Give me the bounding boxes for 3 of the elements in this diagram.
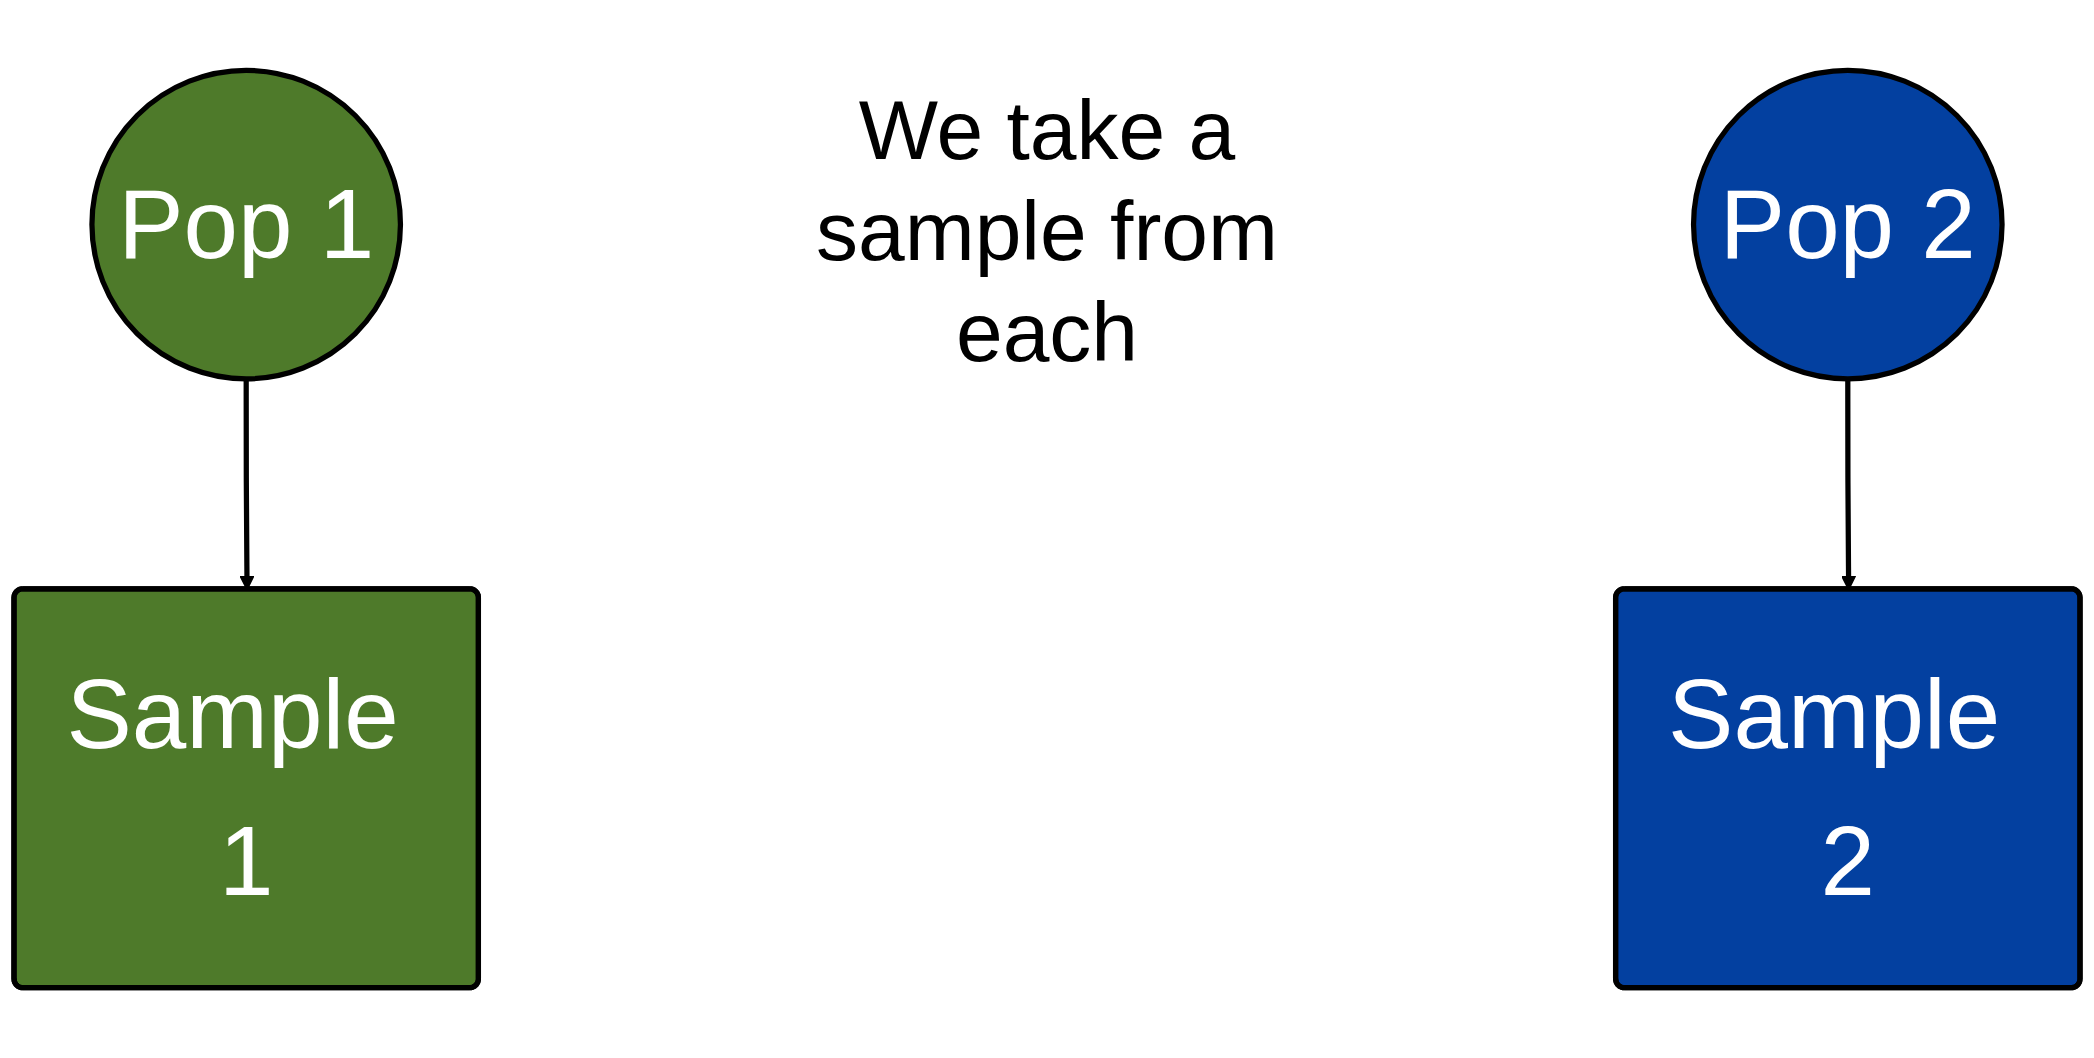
note-text: We take a sample from each xyxy=(814,82,1280,381)
node-circle: Pop 2 xyxy=(1690,67,2005,382)
node-circle: Pop 1 xyxy=(89,67,404,382)
